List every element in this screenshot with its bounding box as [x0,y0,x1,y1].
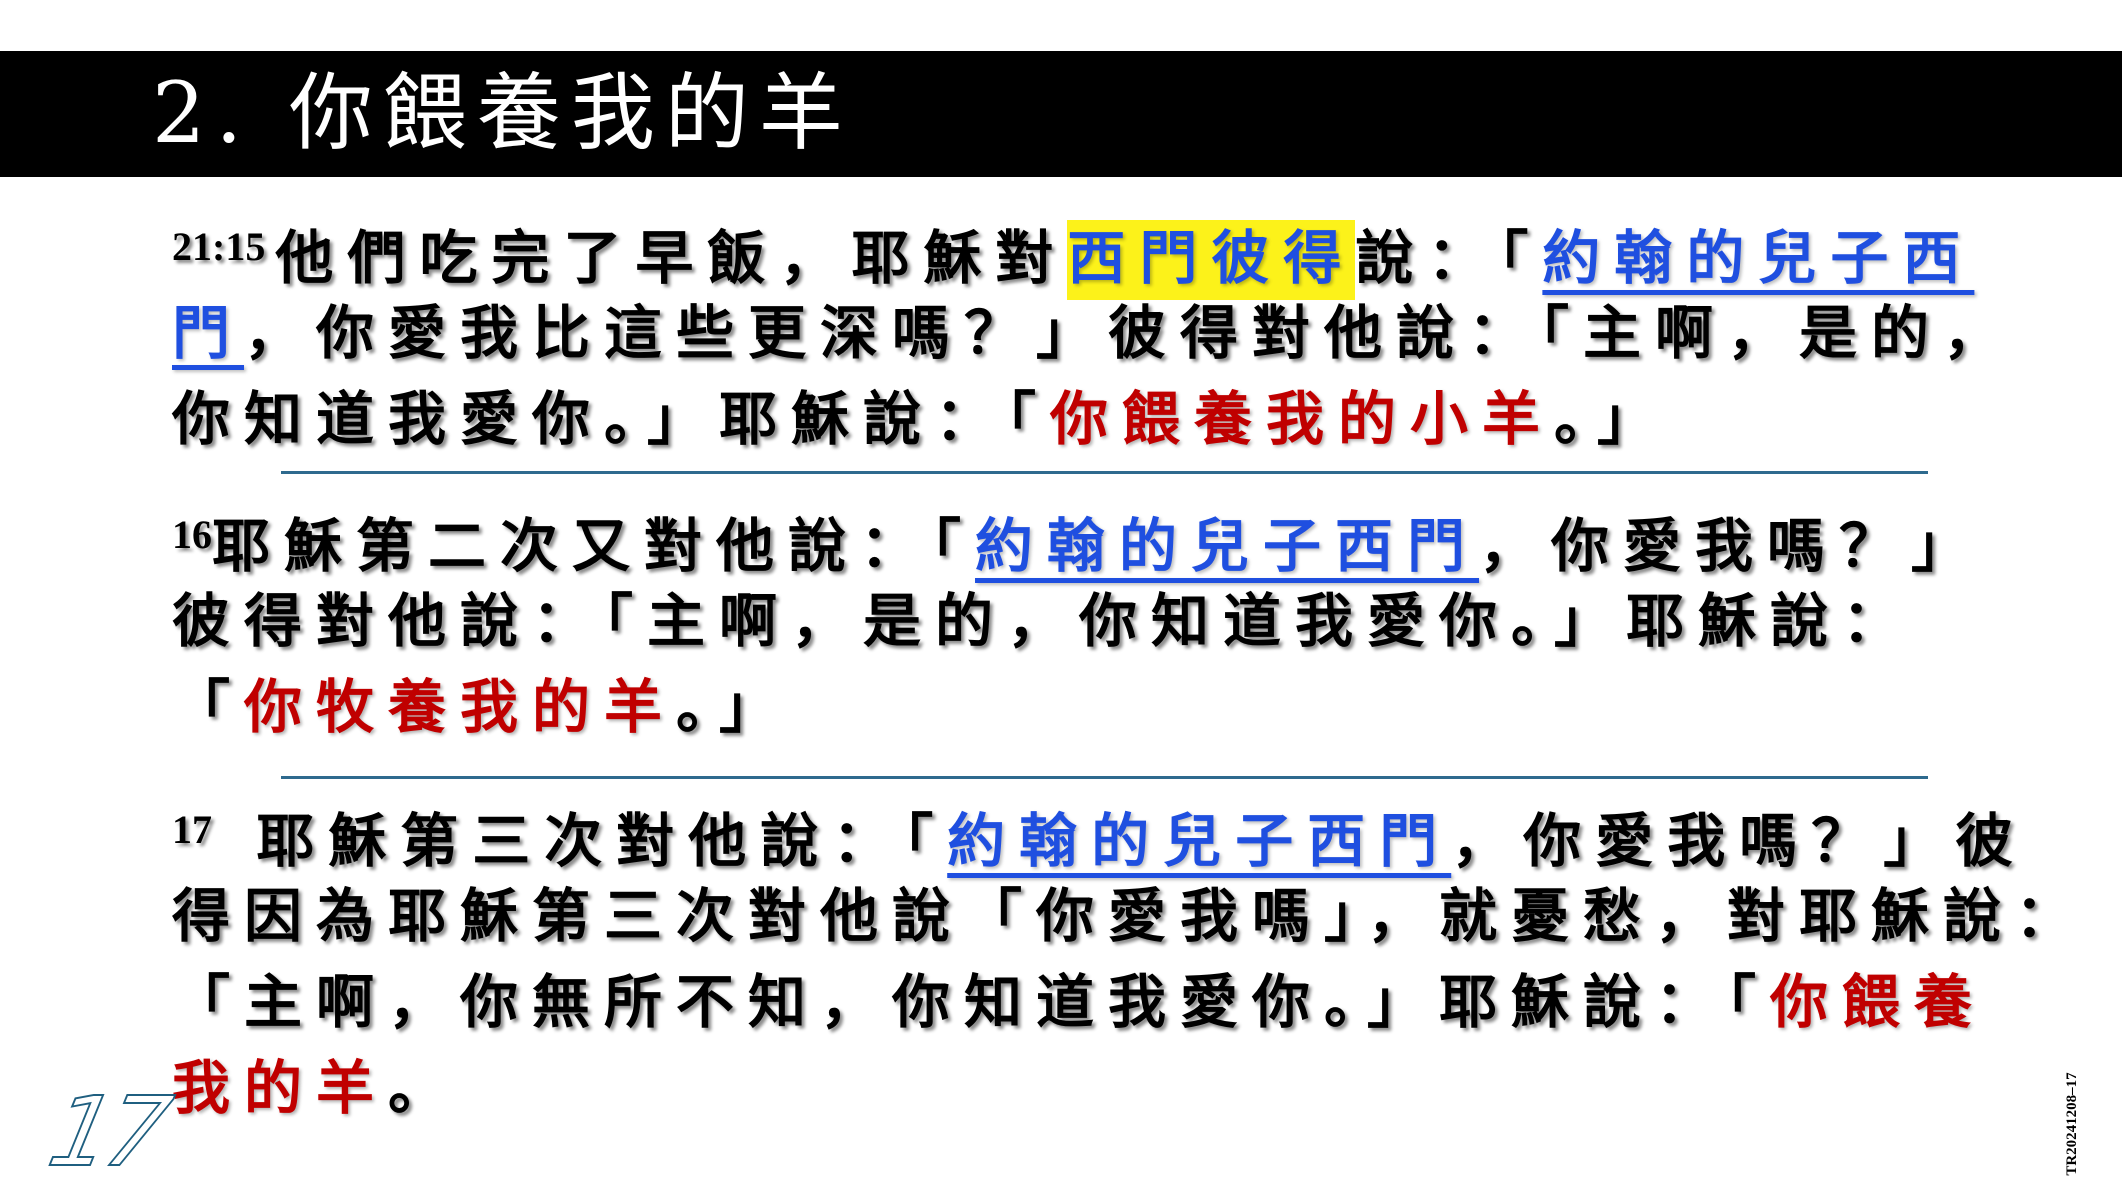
verse-text: 耶穌第三次對他說：「 [222,807,948,875]
verse-text: 。」 [676,673,792,741]
verse-text: 。」 [1554,385,1670,453]
verse-line: 門，你愛我比這些更深嗎？」彼得對他說：「主啊，是的， [172,290,2072,376]
verse-line: 「你牧養我的羊。」 [172,664,2072,750]
verse-text: ，你愛我嗎？」 [1479,512,1984,580]
highlighted-name-simon-peter: 西門彼得 [1067,220,1356,300]
section-divider [281,471,1928,474]
verse-number: 17 [172,807,212,852]
verse-line: 彼得對他說：「主啊，是的，你知道我愛你。」耶穌說： [172,578,2072,664]
verse-line: 16耶穌第二次又對他說：「約翰的兒子西門，你愛我嗎？」 [172,492,2072,580]
blue-emphasis-text: 約翰的兒子西 [1542,224,1975,292]
verse-line: 你知道我愛你。」耶穌說：「你餵養我的小羊。」 [172,376,2072,462]
blue-emphasis-text: 約翰的兒子西門 [947,807,1452,875]
red-emphasis-text: 你餵養 [1770,968,1987,1036]
verse-line: 「主啊，你無所不知，你知道我愛你。」耶穌說：「你餵養 [172,959,2072,1045]
verse-text: 得因為耶穌第三次對他說「你愛我嗎」，就憂愁，對耶穌說： [172,882,2088,950]
page-number: 17 [39,1075,175,1189]
red-emphasis-text: 我的羊 [172,1054,389,1122]
red-emphasis-text: 你牧養我的羊 [244,673,677,741]
verse-text: ，你愛我比這些更深嗎？」彼得對他說：「主啊，是的， [244,299,2016,367]
slide-title: 2. 你餵養我的羊 [152,64,853,162]
verse-text: 「 [172,673,245,741]
verse-16: 16耶穌第二次又對他說：「約翰的兒子西門，你愛我嗎？」 彼得對他說：「主啊，是的… [172,492,2072,750]
verse-number: 21:15 [172,224,266,269]
verse-17: 17 耶穌第三次對他說：「約翰的兒子西門，你愛我嗎？」彼 得因為耶穌第三次對他說… [172,787,2073,1131]
verse-text: 。 [388,1054,461,1122]
verse-text: 彼得對他說：「主啊，是的，你知道我愛你。」耶穌說： [172,587,1915,655]
verse-text: 他們吃完了早飯，耶穌對 [275,224,1068,292]
section-divider [281,776,1928,779]
verse-text: 「主啊，你無所不知，你知道我愛你。」耶穌說：「 [172,968,1771,1036]
blue-emphasis-text: 門 [172,299,245,367]
title-bar [0,51,2122,177]
red-emphasis-text: 你餵養我的小羊 [1050,385,1555,453]
slide-code-label: TR20241208–17 [2064,1072,2080,1176]
verse-text: 耶穌第二次又對他說：「 [212,512,976,580]
verse-text: 說：「 [1355,224,1543,292]
verse-number: 16 [172,512,212,557]
verse-text: 你知道我愛你。」耶穌說：「 [172,385,1051,453]
blue-emphasis-text: 約翰的兒子西門 [975,512,1480,580]
verse-line: 得因為耶穌第三次對他說「你愛我嗎」，就憂愁，對耶穌說： [172,873,2073,959]
verse-line: 17 耶穌第三次對他說：「約翰的兒子西門，你愛我嗎？」彼 [172,787,2072,875]
verse-line: 我的羊。 [172,1045,2072,1131]
verse-text: ，你愛我嗎？」彼 [1451,807,2028,875]
